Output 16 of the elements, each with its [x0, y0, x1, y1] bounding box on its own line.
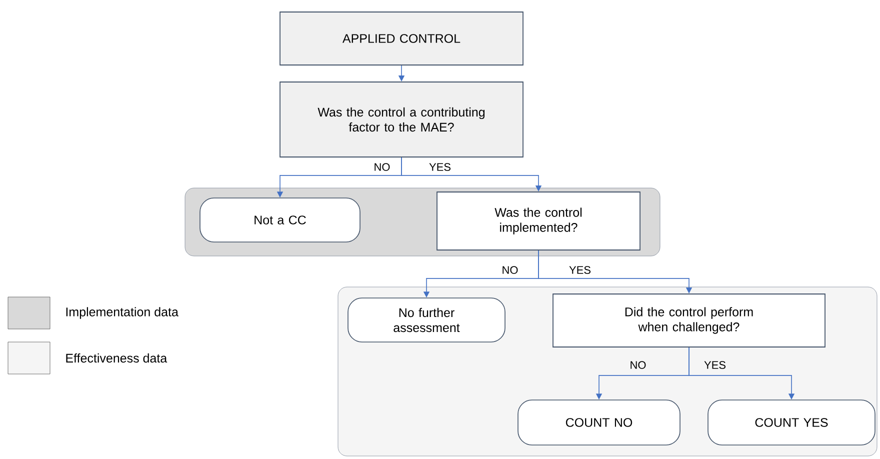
legend-label: Implementation data: [66, 307, 178, 319]
process-box: APPLIED CONTROL: [280, 12, 524, 66]
edge-label: NO: [374, 163, 390, 171]
edge-label: YES: [429, 163, 450, 171]
edge-label: NO: [630, 361, 646, 369]
terminal-box: COUNT YES: [708, 400, 876, 446]
edge-label: YES: [704, 361, 726, 369]
decision-box: Did the control perform when challenged?: [552, 294, 826, 348]
terminal-box: Not a CC: [200, 198, 360, 242]
terminal-box: COUNT NO: [518, 400, 680, 446]
legend-label: Effectiveness data: [66, 353, 168, 363]
edge-label: NO: [502, 266, 518, 274]
process-box: Was the control a contributing factor to the MAE?: [280, 82, 524, 158]
decision-box: Was the control implemented?: [436, 192, 640, 250]
edge-label: YES: [569, 266, 590, 274]
terminal-box: No further assessment: [348, 298, 506, 342]
